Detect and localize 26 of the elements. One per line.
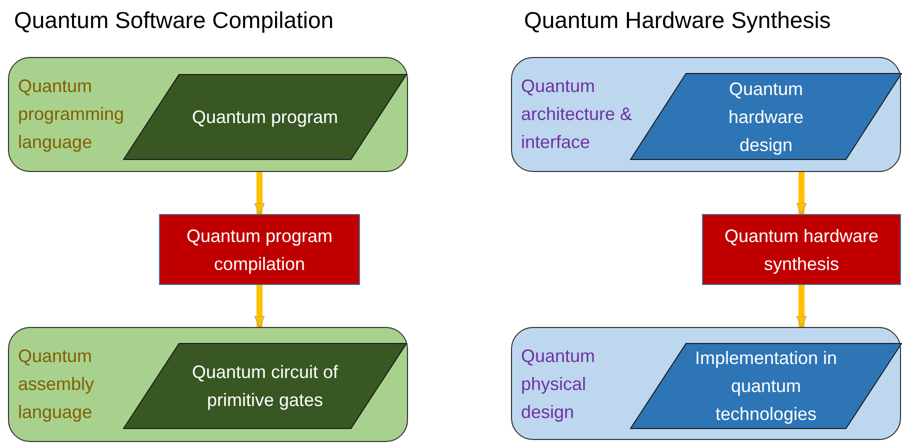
section-heading: Quantum Hardware Synthesis xyxy=(524,6,831,35)
shape-text: Quantum hardware design xyxy=(727,78,805,157)
shape-text: Quantum circuit of primitive gates xyxy=(190,361,340,412)
group-panel xyxy=(8,57,408,172)
group-panel xyxy=(511,57,901,172)
data-parallelogram xyxy=(630,73,902,160)
group-panel xyxy=(8,327,408,442)
panel-label: Quantum assembly language xyxy=(18,345,96,424)
data-parallelogram xyxy=(630,343,902,429)
arrow xyxy=(254,172,265,216)
process-box xyxy=(159,214,360,285)
shape-text: Quantum program xyxy=(190,106,340,129)
process-box xyxy=(702,214,901,285)
process-text: Quantum hardware synthesis xyxy=(723,224,880,276)
shape-text: Implementation in quantum technologies xyxy=(694,347,838,426)
process-text: Quantum program compilation xyxy=(185,224,334,276)
data-parallelogram xyxy=(123,74,407,160)
panel-label: Quantum physical design xyxy=(521,345,596,424)
arrow xyxy=(796,285,807,328)
panel-label: Quantum architecture & interface xyxy=(521,75,634,154)
group-panel xyxy=(511,327,901,440)
section-heading: Quantum Software Compilation xyxy=(14,6,334,35)
panel-label: Quantum programming language xyxy=(18,75,126,154)
arrow xyxy=(796,172,807,216)
arrow xyxy=(254,285,265,328)
data-parallelogram xyxy=(123,343,407,429)
